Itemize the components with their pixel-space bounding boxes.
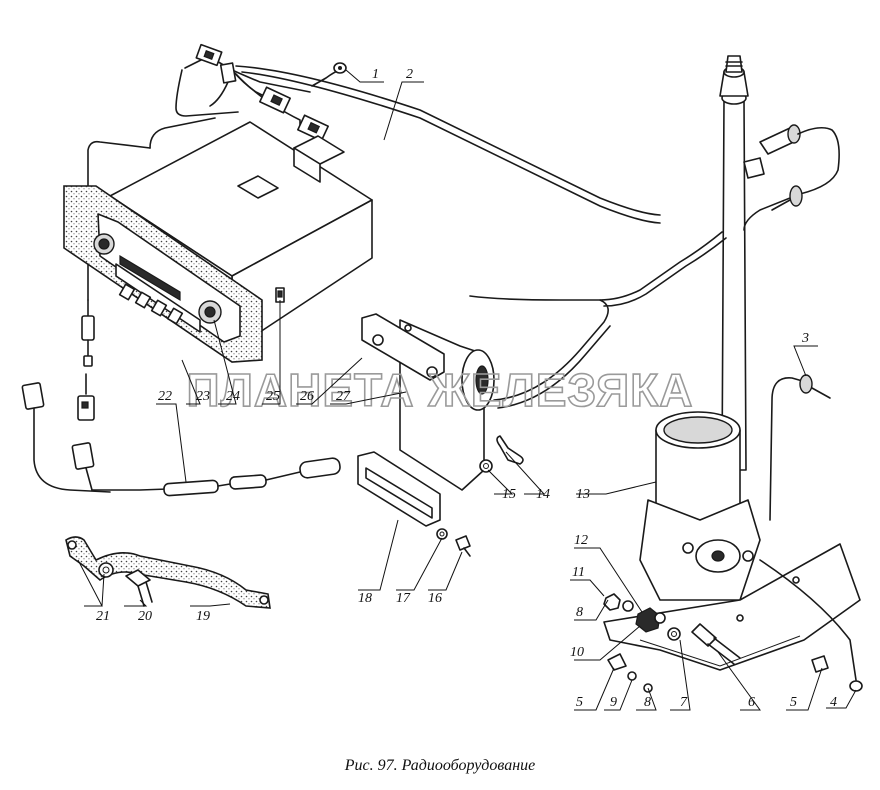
antenna-cable [599,126,840,521]
callout-24: 24 [226,389,240,404]
mounting-bracket [357,451,471,557]
callout-4: 4 [830,695,837,710]
wingnut-assembly [479,435,524,473]
harness-connectors [195,43,347,142]
callout-26: 26 [300,389,314,404]
callout-19: 19 [196,609,210,624]
suppressor-terminal [299,457,341,479]
callout-10: 10 [570,645,584,660]
receiver-lead [77,299,95,421]
callout-7: 7 [680,695,688,710]
callout-leaders [77,69,857,711]
ground-strap [65,536,271,609]
figure-caption: Рис. 97. Радиооборудование [344,757,536,774]
callout-6: 6 [748,695,755,710]
callout-8-upper: 8 [576,605,583,620]
speaker-cable [469,295,609,401]
callout-25: 25 [266,389,280,404]
callout-23: 23 [196,389,210,404]
callout-labels: 1 2 3 4 5 5 6 7 8 8 9 10 11 12 13 14 15 … [96,67,837,710]
callout-5-right: 5 [790,695,797,710]
callout-22: 22 [158,389,172,404]
antenna-motor [639,411,761,601]
callout-17: 17 [396,591,411,606]
callout-2: 2 [406,67,413,82]
suppression-wire [21,382,341,497]
grommet [799,374,813,394]
callout-11: 11 [572,565,585,580]
callout-13: 13 [576,487,590,502]
callout-12: 12 [574,533,588,548]
callout-18: 18 [358,591,372,606]
callout-1: 1 [372,67,379,82]
callout-5-left: 5 [576,695,583,710]
antenna-mast [719,55,801,471]
motor-base-plate [603,543,863,693]
callout-8-lower: 8 [644,695,651,710]
callout-21: 21 [96,609,110,624]
callout-3: 3 [801,331,809,346]
callout-15: 15 [502,487,516,502]
callout-27: 27 [336,389,351,404]
speaker-bracket [361,313,495,491]
callout-9: 9 [610,695,617,710]
suppressor-capsule [163,479,219,497]
callout-14: 14 [536,487,550,502]
radio-receiver [63,121,373,363]
callout-16: 16 [428,591,442,606]
watermark-text: ПЛАНЕТА ЖЕЛЕЗЯКА [187,364,694,416]
callout-20: 20 [138,609,152,624]
